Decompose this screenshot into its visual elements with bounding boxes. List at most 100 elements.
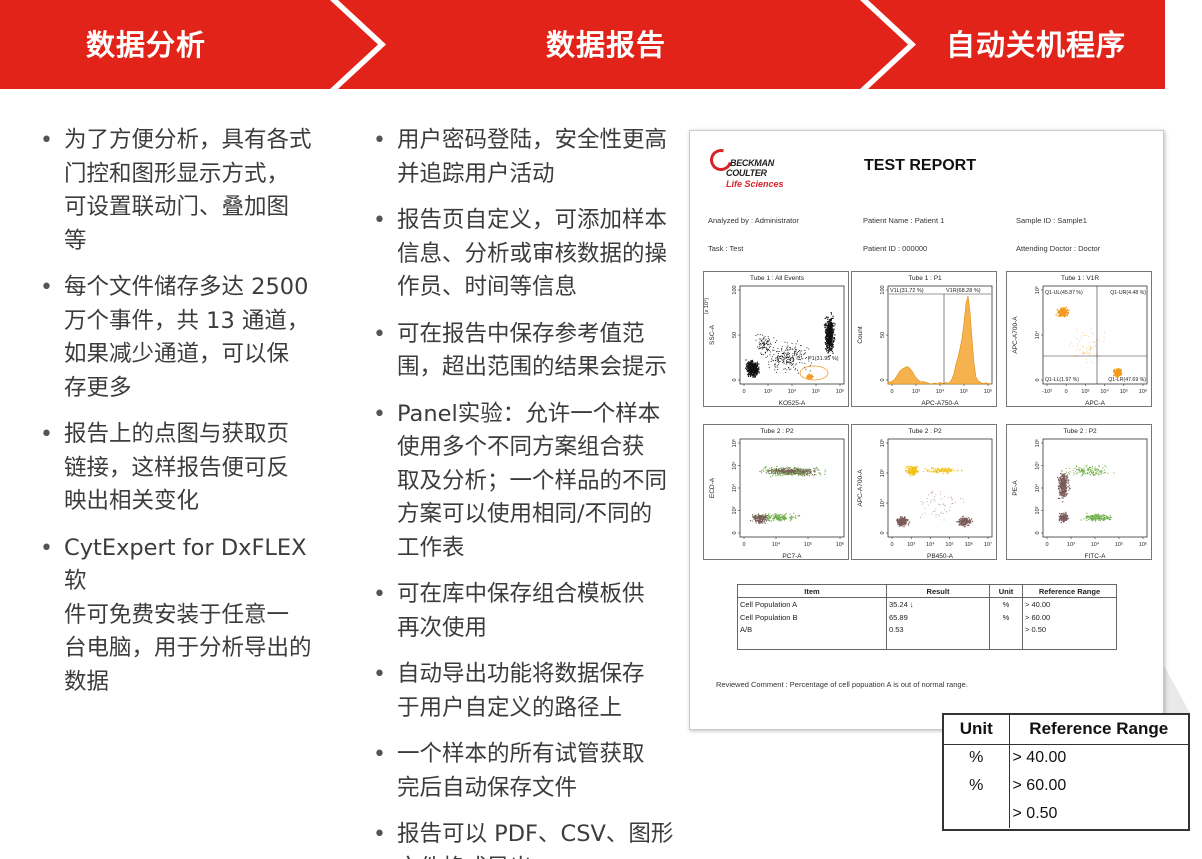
plot-title: Tube 2 : P2 xyxy=(1063,428,1097,435)
list-item: •为了方便分析，具有各式门控和图形显示方式，可设置联动门、叠加图等 xyxy=(37,124,327,258)
plot-ytick: 50 xyxy=(880,332,886,338)
plot-ylabel: ECD-A xyxy=(709,477,716,498)
list-item-line: 自动导出功能将数据保存 xyxy=(397,661,645,687)
plot-xtick: 0 xyxy=(1065,389,1068,395)
list-item: •报告可以 PDF、CSV、图形文件格式导出 xyxy=(370,818,690,859)
plot-ytick: 10⁵ xyxy=(1034,461,1041,469)
cell-range: > 0.50 xyxy=(1022,623,1117,650)
list-item: •CytExpert for DxFLEX 软件可免费安装于任意一台电脑，用于分… xyxy=(37,532,327,700)
bullet-icon: • xyxy=(373,401,386,427)
list-item-line: 完后自动保存文件 xyxy=(397,774,578,801)
cell-result: 0.53 xyxy=(886,623,990,650)
plot-ytick: 100 xyxy=(732,285,738,294)
list-item-line: 为了方便分析，具有各式 xyxy=(64,127,312,153)
plot-ytick: 0 xyxy=(1035,531,1041,534)
list-item: •报告页自定义，可添加样本信息、分析或审核数据的操作员、时间等信息 xyxy=(370,204,690,305)
plot-quadrant-label: Q1-UR(4.48 %) xyxy=(1110,290,1146,296)
col-item: Item xyxy=(737,584,887,598)
plot-xtick: 10³ xyxy=(907,542,915,548)
plot-xtick: 10⁷ xyxy=(984,541,992,548)
plot-xtick: 10⁵ xyxy=(1115,541,1123,548)
zoom-cell-range: > 60.00 xyxy=(1012,777,1067,794)
bullet-icon: • xyxy=(40,535,53,561)
list-item: •报告上的点图与获取页链接，这样报告便可反映出相关变化 xyxy=(37,418,327,519)
list-item-line: 取及分析；一个样品的不同 xyxy=(397,467,668,494)
plot-ytick: 0 xyxy=(880,378,886,381)
plot-ytick: 0 xyxy=(732,531,738,534)
plot-xtick: 10⁴ xyxy=(936,388,945,395)
bullet-icon: • xyxy=(40,422,53,447)
meta-patient-id: Patient ID : 000000 xyxy=(863,244,928,253)
list-item-line: 信息、分析或审核数据的操 xyxy=(397,240,668,267)
bullet-icon: • xyxy=(373,321,386,347)
list-item-line: 链接，这样报告便可反 xyxy=(64,454,290,481)
meta-task: Task : Test xyxy=(708,244,744,253)
plot-ytick: 0 xyxy=(1035,378,1041,381)
plot-xtick: 10⁵ xyxy=(1120,388,1128,395)
plot-yunit: (x 10⁴) xyxy=(704,298,710,315)
list-item-line: 使用多个不同方案组合获 xyxy=(397,434,645,460)
plot-title: Tube 2 : P2 xyxy=(908,428,942,435)
plot-xtick: 10⁴ xyxy=(1091,541,1100,548)
bullet-icon: • xyxy=(373,128,386,153)
list-item-line: 每个文件储存多达 2500 xyxy=(64,274,309,300)
table-row: Cell Population A 35.24 ↓ % > 40.00 xyxy=(737,597,1117,611)
tab-data-report: 数据报告 xyxy=(546,28,667,62)
plot-xtick: 10⁶ xyxy=(1139,541,1147,548)
list-item-line: 台电脑，用于分析导出的 xyxy=(64,635,312,661)
list-item: •Panel实验：允许一个样本使用多个不同方案组合获取及分析；一个样品的不同方案… xyxy=(370,398,690,566)
plot-xtick: 10⁴ xyxy=(788,388,797,395)
list-item: • 用户密码登陆，安全性更高并追踪用户活动 xyxy=(370,124,690,191)
plot-xtick: 10⁶ xyxy=(965,541,973,548)
header-band: 数据分析 数据报告 自动关机程序 xyxy=(0,0,1165,89)
plot-xtick: 10⁵ xyxy=(812,388,820,395)
plot-xlabel: APC-A750-A xyxy=(921,400,959,407)
list-item-line: 等 xyxy=(64,227,87,254)
plot-ytick: 100 xyxy=(880,285,886,294)
list-item: •自动导出功能将数据保存于用户自定义的路径上 xyxy=(370,658,690,725)
plot-ylabel: PE-A xyxy=(1012,480,1019,496)
bullet-icon: • xyxy=(40,128,53,153)
plot-xlabel: FITC-A xyxy=(1085,553,1107,560)
plot-xtick: 10⁶ xyxy=(1139,388,1147,395)
zoom-col-range: Reference Range xyxy=(1009,715,1188,745)
plot-xlabel: KO525-A xyxy=(779,400,806,407)
plot-gate-label: V1R(68.28 %) xyxy=(946,288,981,294)
zoom-col-unit: Unit xyxy=(944,715,1010,745)
cell-unit: % xyxy=(989,597,1023,611)
list-item-line: 一个样本的所有试管获取 xyxy=(397,741,645,767)
cell-item: Cell Population B xyxy=(737,610,887,624)
plot-ytick: 10⁴ xyxy=(731,483,738,492)
logo-text-1: BECKMAN xyxy=(730,158,774,168)
table-row: > 0.50 xyxy=(944,800,1188,828)
cell-result: 65.89 xyxy=(886,610,990,624)
list-item-line: 再次使用 xyxy=(397,614,488,641)
list-item-line: 作员、时间等信息 xyxy=(397,274,578,300)
list-item-line: 于用户自定义的路径上 xyxy=(397,694,623,721)
plot-title: Tube 1 : P1 xyxy=(908,275,942,282)
report-results-table: Item Result Unit Reference Range Cell Po… xyxy=(737,584,1117,650)
plot-ylabel: APC-A700-A xyxy=(1012,316,1019,354)
plot-title: Tube 2 : P2 xyxy=(760,428,794,435)
plot-quadrant-label: Q1-UL(45.87 %) xyxy=(1045,290,1083,296)
tab-auto-shutdown: 自动关机程序 xyxy=(946,28,1127,62)
zoom-cell-range: > 0.50 xyxy=(1012,805,1058,822)
list-item-line: 并追踪用户活动 xyxy=(397,160,555,187)
list-item-line: Panel实验：允许一个样本 xyxy=(397,400,661,427)
list-item-line: CytExpert for DxFLEX 软 xyxy=(64,534,307,595)
plot-xtick: 10⁵ xyxy=(804,541,812,548)
plot-xlabel: APC-A xyxy=(1085,400,1106,407)
list-item-line: 用户密码登陆，安全性更高 xyxy=(397,127,668,153)
plot-xtick: 10³ xyxy=(912,389,920,395)
plot-xtick: 10⁶ xyxy=(836,541,844,548)
plot-xtick: 10⁶ xyxy=(836,388,844,395)
table-row: Cell Population B 65.89 % > 60.00 xyxy=(737,610,1117,624)
plot-xtick: 10⁵ xyxy=(960,388,968,395)
plot-title: Tube 1 : All Events xyxy=(750,275,805,282)
plot-xtick: 10⁴ xyxy=(926,541,935,548)
plot-ytick: 10⁶ xyxy=(879,439,886,447)
col-result: Result xyxy=(886,584,990,598)
header-band-shape xyxy=(0,0,1165,89)
plot-ytick: 10⁴ xyxy=(1034,330,1041,339)
